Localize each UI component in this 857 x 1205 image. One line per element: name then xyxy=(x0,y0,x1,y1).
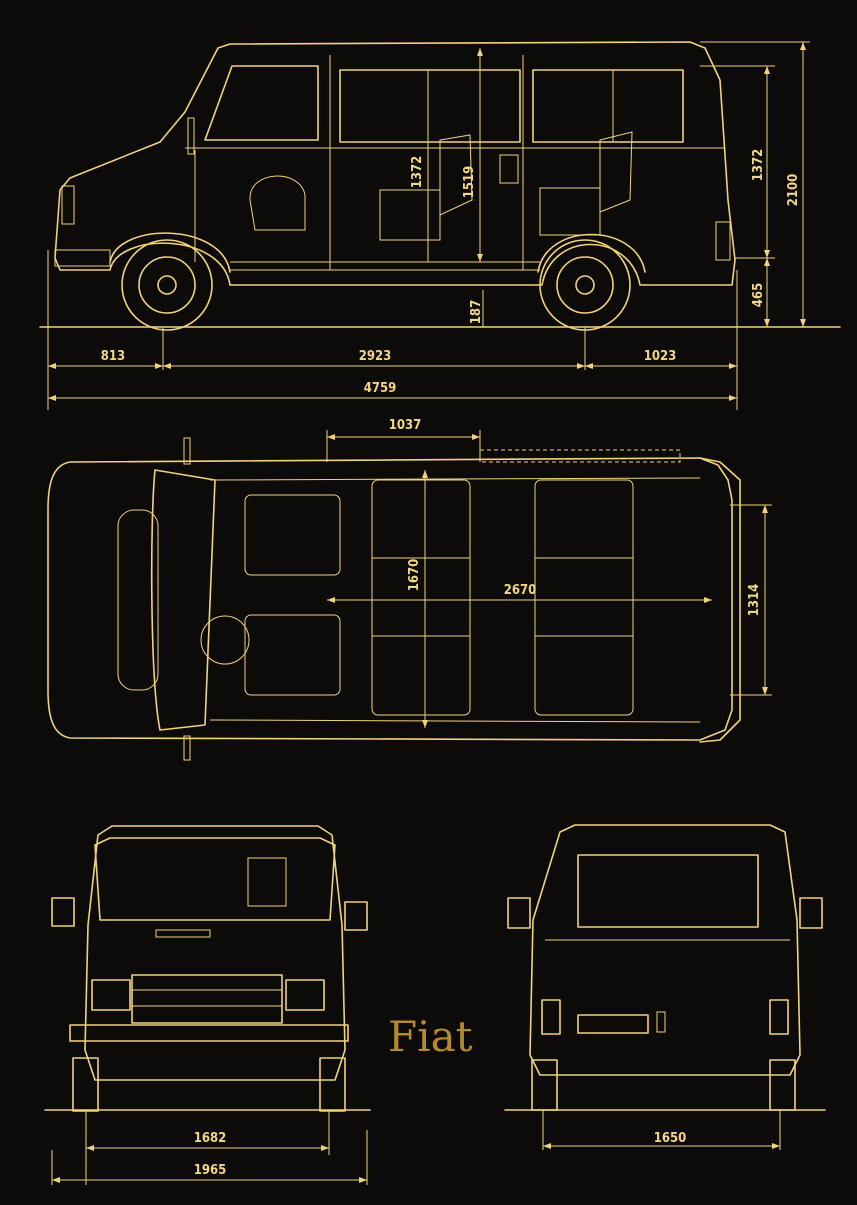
top-sliding-door xyxy=(479,449,681,463)
side-mirror xyxy=(187,117,195,155)
front-headlight-left xyxy=(91,979,131,1011)
dim-ground-clearance: 187 xyxy=(469,300,484,324)
top-dimensions xyxy=(326,430,772,728)
top-hood xyxy=(117,509,159,691)
dim-rear-track: 1650 xyxy=(654,1131,687,1146)
top-mirror-right xyxy=(183,735,191,761)
front-grille xyxy=(131,974,283,1024)
rear-taillight-left xyxy=(541,999,561,1035)
side-middle-window xyxy=(339,69,521,143)
front-dimensions xyxy=(51,1110,368,1185)
rear-license-plate xyxy=(577,1014,649,1034)
top-front-seat-left xyxy=(244,494,341,576)
dim-floor-height: 465 xyxy=(751,283,766,307)
top-rear-bench xyxy=(534,479,634,716)
top-view xyxy=(47,437,741,761)
top-mirror-left xyxy=(183,437,191,465)
front-body-outline xyxy=(84,825,346,1081)
top-steering-wheel xyxy=(200,615,250,665)
rear-body-outline xyxy=(529,824,801,1076)
side-rear-seat xyxy=(539,131,633,236)
side-taillight xyxy=(715,221,731,261)
dim-front-overhang: 813 xyxy=(101,349,125,364)
front-headlight-right xyxy=(285,979,325,1011)
dim-rear-overhang: 1023 xyxy=(644,349,677,364)
side-rear-window xyxy=(532,69,684,143)
dim-front-track: 1682 xyxy=(194,1131,227,1146)
side-dimensions xyxy=(47,41,810,410)
front-bumper xyxy=(69,1024,349,1042)
dim-cargo-length: 2670 xyxy=(504,583,537,598)
rear-mirror-right xyxy=(799,897,823,929)
dim-rear-door-width: 1314 xyxy=(747,584,762,617)
rear-mirror-left xyxy=(507,897,531,929)
front-wheel-right xyxy=(319,1057,346,1112)
dim-overall-length: 4759 xyxy=(364,381,397,396)
rear-window xyxy=(577,854,759,928)
front-mirror-right xyxy=(344,901,368,931)
front-wheel-left xyxy=(72,1057,99,1112)
dim-wheelbase: 2923 xyxy=(359,349,392,364)
rear-handle xyxy=(656,1011,666,1033)
rear-wheel-right xyxy=(769,1059,796,1111)
front-vent xyxy=(155,929,211,938)
top-rear-bumper xyxy=(699,457,741,743)
rear-dimensions xyxy=(542,1110,781,1150)
front-rearview-mirror xyxy=(247,857,287,907)
dim-overall-height: 2100 xyxy=(786,174,801,207)
side-body-outline xyxy=(54,41,736,286)
top-body-outline xyxy=(47,457,733,741)
front-windshield xyxy=(94,837,336,921)
front-view xyxy=(44,825,371,1112)
rear-taillight-right xyxy=(769,999,789,1035)
side-driver-seat xyxy=(249,175,306,231)
dim-side-door-width: 1037 xyxy=(389,418,422,433)
dim-interior-height: 1372 xyxy=(410,156,425,189)
top-front-seat-right xyxy=(244,614,341,696)
top-windshield xyxy=(150,469,216,731)
dim-cargo-width: 1670 xyxy=(407,559,422,592)
dim-rear-height: 1372 xyxy=(751,149,766,182)
dim-overall-width: 1965 xyxy=(194,1163,227,1178)
side-rear-wheel xyxy=(539,239,631,331)
rear-view xyxy=(504,824,826,1111)
dim-step-height: 1519 xyxy=(462,166,477,199)
side-rear-hub xyxy=(556,256,614,314)
side-passenger-seat xyxy=(379,134,473,241)
side-front-wheel xyxy=(121,239,213,331)
top-middle-bench xyxy=(371,479,471,716)
front-mirror-left xyxy=(51,897,75,927)
side-view xyxy=(39,41,841,331)
side-headlight xyxy=(61,185,75,225)
side-front-arch xyxy=(109,232,231,273)
side-front-window xyxy=(204,65,319,141)
side-front-hub xyxy=(138,256,196,314)
brand-wordmark: Fiat xyxy=(388,1012,473,1061)
side-front-bumper xyxy=(54,249,111,267)
side-door-handle xyxy=(499,154,519,184)
